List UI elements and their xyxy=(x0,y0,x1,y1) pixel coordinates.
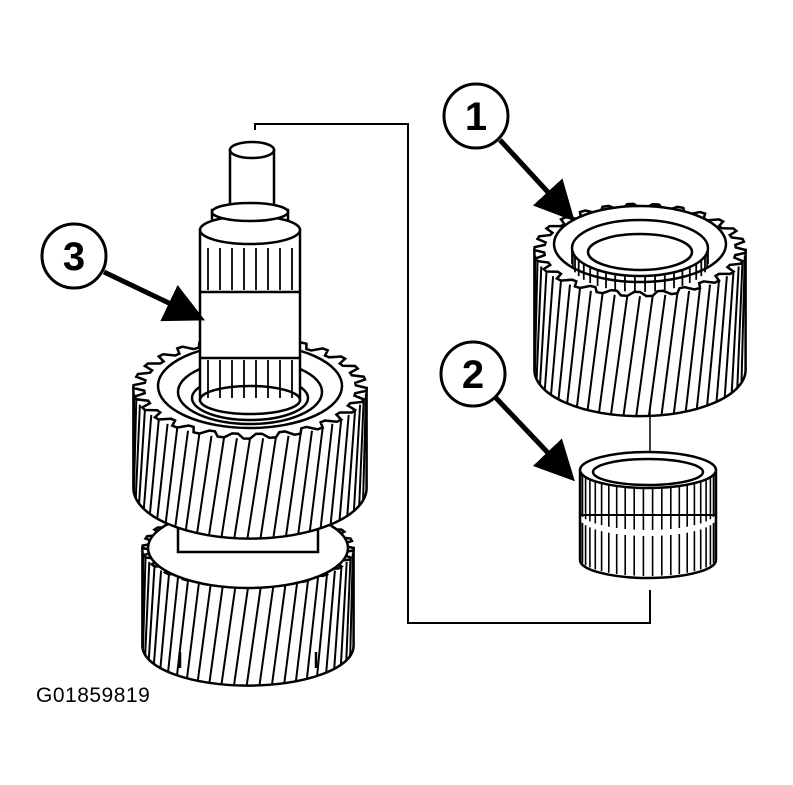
needle-bearing xyxy=(578,408,718,580)
callout-3-label: 3 xyxy=(63,235,85,279)
callout-2: 2 xyxy=(439,340,575,482)
shaft-assembly xyxy=(132,140,368,687)
figure-id: G01859819 xyxy=(36,684,151,707)
callout-3: 3 xyxy=(40,222,206,322)
shaft-body xyxy=(198,140,302,416)
callout-2-label: 2 xyxy=(462,353,484,397)
assembly-connector-line xyxy=(254,123,651,624)
callout-1: 1 xyxy=(442,82,575,222)
callout-1-label: 1 xyxy=(465,95,487,139)
separate-gear xyxy=(533,202,747,418)
